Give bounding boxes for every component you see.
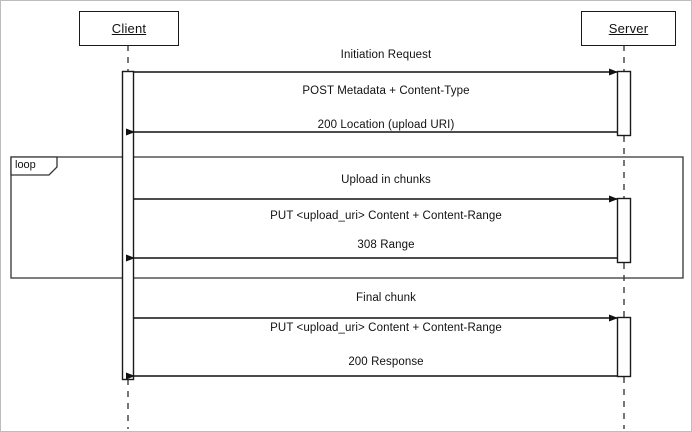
fragment-loop-frame <box>10 156 684 279</box>
activation-server-final <box>616 316 632 378</box>
message-label-put-final-chunk: PUT <upload_uri> Content + Content-Range <box>270 322 502 334</box>
activation-server-chunk <box>616 197 632 264</box>
message-label-final-chunk: Final chunk <box>356 292 416 304</box>
activation-client <box>121 70 135 381</box>
message-label-put-chunk: PUT <upload_uri> Content + Content-Range <box>270 210 502 222</box>
message-label-post-metadata: POST Metadata + Content-Type <box>302 85 470 97</box>
message-label-upload-in-chunks: Upload in chunks <box>341 174 431 186</box>
message-label-initiation-request: Initiation Request <box>340 49 432 61</box>
activation-server-initiation <box>616 70 632 137</box>
participant-server[interactable]: Server <box>581 11 676 46</box>
message-label-200-response: 200 Response <box>348 356 424 368</box>
participant-server-label: Server <box>608 21 649 36</box>
fragment-loop-label: loop <box>15 159 36 171</box>
message-label-200-location: 200 Location (upload URI) <box>317 119 455 131</box>
message-label-308-range: 308 Range <box>357 239 415 251</box>
participant-client[interactable]: Client <box>79 11 179 46</box>
participant-client-label: Client <box>111 21 147 36</box>
